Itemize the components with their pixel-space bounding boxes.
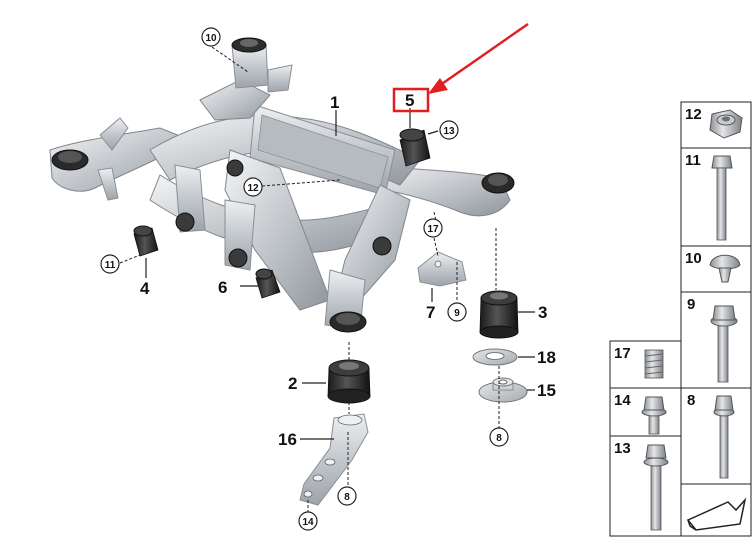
table-label-12: 12 — [685, 106, 702, 123]
rubber-mount-3 — [479, 290, 519, 339]
callout-10: 10 — [201, 27, 221, 47]
bolt-11-icon — [711, 155, 733, 241]
table-label-13: 13 — [614, 440, 631, 457]
svg-text:8: 8 — [496, 433, 502, 444]
svg-text:14: 14 — [302, 517, 314, 528]
table-label-8: 8 — [687, 392, 695, 409]
red-arrow — [428, 22, 529, 94]
bolt-9-icon — [710, 305, 738, 383]
bolt-13-icon — [643, 444, 669, 531]
callout-9: 9 — [447, 302, 467, 322]
svg-text:9: 9 — [454, 308, 460, 319]
washer-18 — [472, 348, 518, 366]
table-label-14: 14 — [614, 392, 631, 409]
table-label-9: 9 — [687, 296, 695, 313]
parts-table: 12 11 10 9 8 17 14 13 — [609, 101, 752, 537]
table-label-17: 17 — [614, 345, 631, 362]
callout-12: 12 — [243, 177, 263, 197]
rear-subframe — [49, 37, 515, 333]
svg-text:12: 12 — [247, 183, 259, 194]
part-label-16: 16 — [278, 430, 297, 449]
clip-10-icon — [709, 254, 741, 283]
callout-13: 13 — [439, 120, 459, 140]
part-label-15: 15 — [537, 381, 556, 400]
table-label-10: 10 — [685, 250, 702, 267]
part-label-5: 5 — [405, 91, 414, 110]
insert-17-icon — [644, 349, 664, 379]
bushing-6 — [255, 268, 281, 299]
leader-lines — [119, 46, 535, 512]
part-label-4: 4 — [140, 279, 150, 298]
part-label-6: 6 — [218, 278, 227, 297]
direction-arrow-icon — [686, 497, 747, 531]
support-plate-15 — [478, 377, 528, 403]
nut-12-icon — [709, 109, 743, 139]
svg-text:8: 8 — [344, 492, 350, 503]
svg-text:13: 13 — [443, 126, 455, 137]
svg-text:10: 10 — [205, 33, 217, 44]
callout-14: 14 — [298, 511, 318, 531]
highlight-box-part-5: 5 — [392, 87, 430, 113]
strut-16 — [299, 413, 369, 506]
bracket-7 — [417, 251, 467, 287]
part-label-3: 3 — [538, 303, 547, 322]
rubber-mount-2 — [327, 359, 371, 404]
bushing-5 — [399, 128, 431, 167]
bolt-14-icon — [641, 396, 667, 435]
table-label-11: 11 — [685, 152, 701, 169]
callout-8-right: 8 — [489, 427, 509, 447]
callout-17: 17 — [423, 218, 443, 238]
part-label-18: 18 — [537, 348, 556, 367]
svg-text:11: 11 — [105, 260, 116, 271]
part-label-1: 1 — [330, 93, 339, 112]
part-label-2: 2 — [288, 374, 297, 393]
callout-8-bottom: 8 — [337, 486, 357, 506]
svg-text:17: 17 — [427, 224, 439, 235]
bushing-4 — [133, 225, 159, 257]
part-label-7: 7 — [426, 303, 435, 322]
bolt-8-icon — [713, 395, 735, 479]
callout-11: 11 — [100, 254, 120, 274]
